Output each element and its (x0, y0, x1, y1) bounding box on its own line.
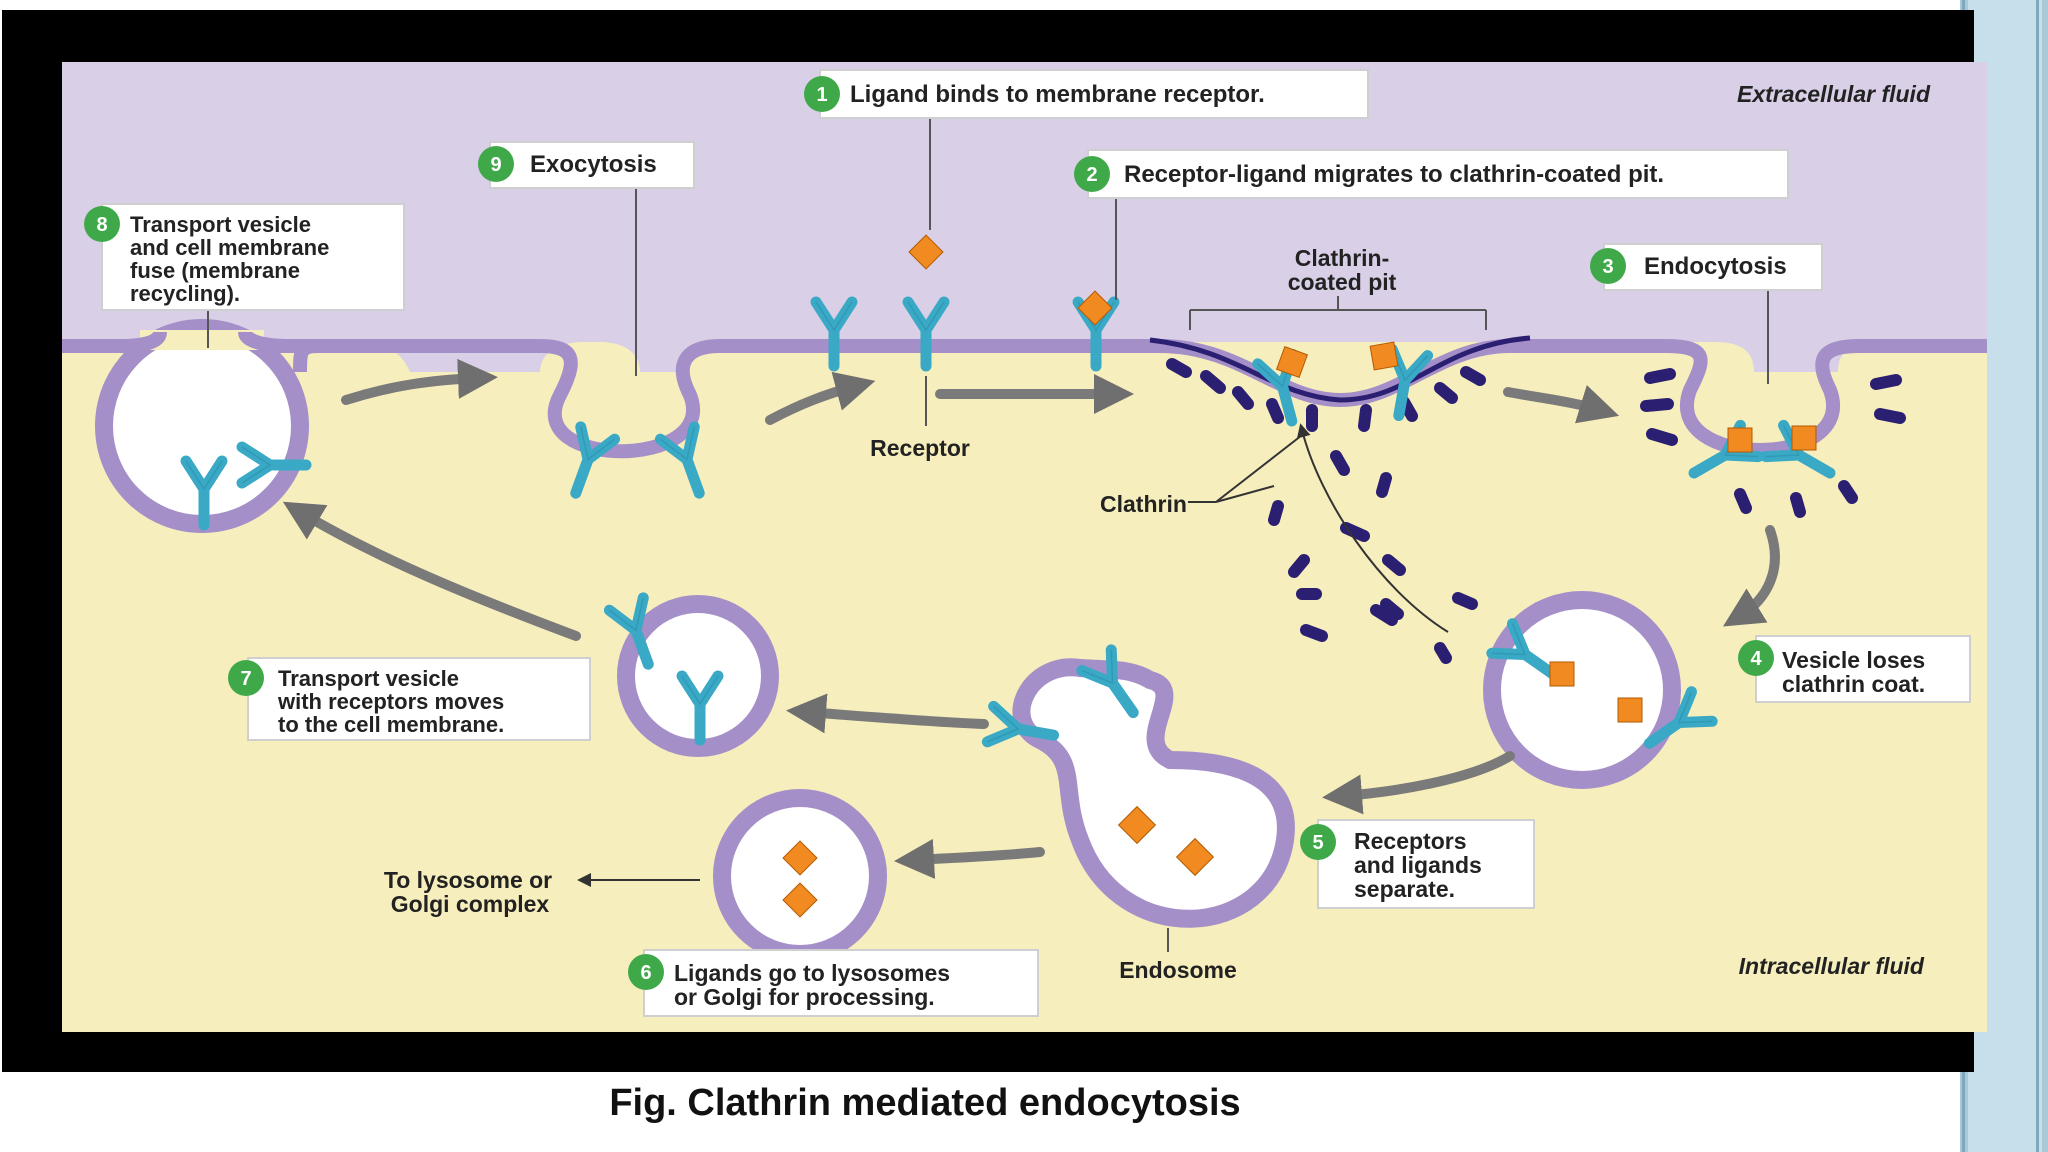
intracellular-label: Intracellular fluid (1739, 953, 1925, 979)
step-label: with receptors moves (277, 689, 504, 714)
step-number: 6 (640, 962, 651, 984)
step-number: 9 (490, 154, 501, 176)
step-number: 1 (816, 84, 827, 106)
step-9-callout: 9 Exocytosis (478, 141, 695, 189)
clathrin-fragments (1268, 450, 1478, 664)
step-label: Ligand binds to membrane receptor. (850, 81, 1265, 108)
step-6-callout: 6 Ligands go to lysosomes or Golgi for p… (628, 949, 1039, 1017)
step-1-callout: 1 Ligand binds to membrane receptor. (804, 69, 1369, 119)
ligand (1077, 290, 1113, 326)
flow-arrows (282, 358, 1780, 879)
step-number: 2 (1086, 164, 1097, 186)
slide-right-line (2036, 0, 2039, 1152)
step-label: Transport vesicle (130, 212, 311, 237)
step-8-callout: 8 Transport vesicle and cell membrane fu… (84, 203, 405, 311)
receptor-label: Receptor (870, 435, 970, 461)
step-label: Receptor-ligand migrates to clathrin-coa… (1124, 161, 1664, 188)
clathrin-coated-pit (1149, 296, 1531, 432)
step-number: 7 (240, 668, 251, 690)
step-label: and cell membrane (130, 235, 329, 260)
extracellular-label: Extracellular fluid (1737, 81, 1931, 107)
endosome-label: Endosome (1119, 957, 1237, 983)
step-label: Transport vesicle (278, 666, 459, 691)
step-label: Endocytosis (1644, 253, 1787, 280)
step-number: 5 (1312, 832, 1323, 854)
clathrin-pointer (1188, 431, 1307, 503)
step-label: separate. (1354, 876, 1455, 902)
step-number: 4 (1750, 648, 1762, 670)
step-2-callout: 2 Receptor-ligand migrates to clathrin-c… (1074, 149, 1789, 199)
extracellular-region (62, 62, 1987, 372)
clathrin-pit-label: Clathrin- (1295, 245, 1390, 271)
step-5-callout: 5 Receptors and ligands separate. (1300, 819, 1535, 909)
endocytic-vesicle (1640, 368, 1906, 518)
endosome (987, 650, 1295, 952)
uncoated-vesicle (1483, 591, 1712, 789)
ligand (908, 234, 944, 270)
step-3-callout: 3 Endocytosis (1590, 243, 1823, 291)
transport-vesicle-fusing (62, 319, 540, 533)
step-number: 3 (1602, 256, 1613, 278)
callout-leaders (207, 118, 1769, 426)
clathrin-label: Clathrin (1100, 491, 1187, 517)
step-label: fuse (membrane (130, 258, 300, 283)
step-label: Ligands go to lysosomes (674, 960, 950, 986)
transport-vesicle-returning (609, 598, 779, 757)
lysosome-label: To lysosome or (384, 867, 552, 893)
step-number: 8 (96, 214, 107, 236)
step-label: Exocytosis (530, 151, 657, 178)
step-label: or Golgi for processing. (674, 984, 935, 1010)
clathrin-recycle-arrow (1296, 423, 1449, 633)
step-label: recycling). (130, 281, 240, 306)
step-4-callout: 4 Vesicle loses clathrin coat. (1738, 635, 1971, 703)
clathrin-pit-label: coated pit (1288, 269, 1397, 295)
ligand-vesicle (713, 789, 887, 963)
step-callouts: 1 Ligand binds to membrane receptor. 2 R… (84, 69, 1971, 1017)
step-label: clathrin coat. (1782, 671, 1925, 697)
lysosome-label: Golgi complex (391, 891, 550, 917)
step-7-callout: 7 Transport vesicle with receptors moves… (228, 657, 591, 741)
step-label: to the cell membrane. (278, 712, 504, 737)
step-label: and ligands (1354, 852, 1482, 878)
step-label: Vesicle loses (1782, 647, 1925, 673)
step-label: Receptors (1354, 828, 1466, 854)
figure-caption: Fig. Clathrin mediated endocytosis (609, 1082, 1241, 1124)
